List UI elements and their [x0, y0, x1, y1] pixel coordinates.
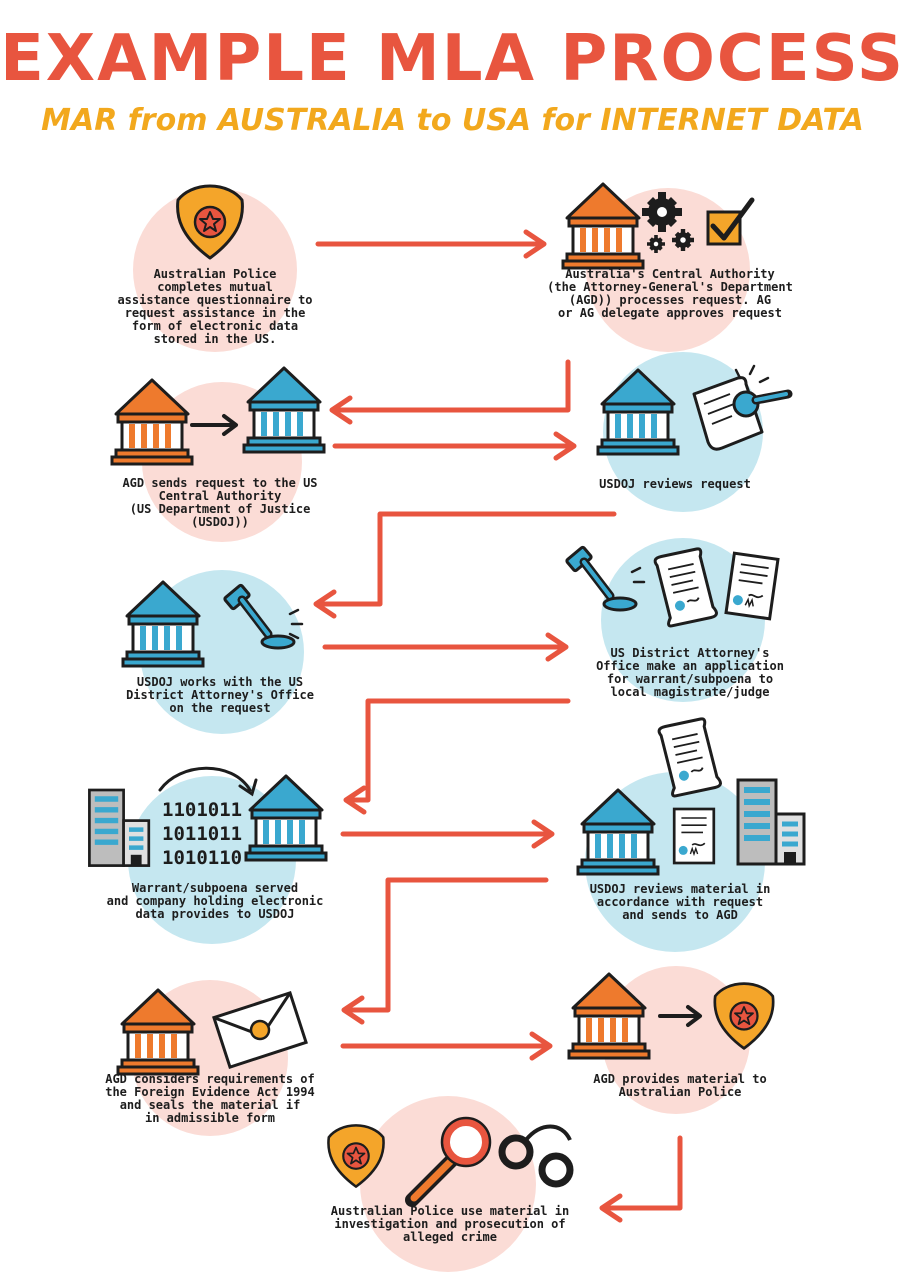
- arrow-step8-to-step9: [341, 877, 549, 1025]
- checkbox-tick-icon: [706, 197, 755, 246]
- svg-text:1101011: 1101011: [162, 799, 242, 821]
- step2-caption: Australia's Central Authority (the Attor…: [547, 267, 793, 320]
- magnifying-glass-icon: [405, 1116, 492, 1207]
- office-building-icon: [89, 790, 148, 866]
- step8-caption: USDOJ reviews material in accordance wit…: [589, 882, 771, 922]
- step5-icons: [123, 582, 304, 666]
- page-subtitle: MAR from AUSTRALIA to USA for INTERNET D…: [41, 103, 864, 138]
- curved-arrow-icon: [158, 766, 258, 797]
- step10-caption: AGD provides material to Australian Poli…: [593, 1072, 767, 1099]
- arrow-step6-to-step7: [343, 698, 571, 815]
- office-building-icon: [738, 780, 804, 864]
- step9-caption: AGD considers requirements of the Foreig…: [105, 1072, 315, 1125]
- sealed-envelope-icon: [212, 991, 308, 1069]
- step6-caption: US District Attorney's Office make an ap…: [596, 646, 784, 699]
- arrow-step7-to-step8: [340, 819, 555, 849]
- step7-caption: Warrant/subpoena served and company hold…: [106, 881, 324, 921]
- step6-icons: [566, 547, 780, 628]
- step9-icons: [118, 990, 308, 1074]
- binary-data-icon: 1101011 1011011 1010110: [162, 799, 242, 869]
- arrow-step1-to-step2: [315, 229, 547, 259]
- handcuffs-icon: [498, 1124, 574, 1188]
- government-building-icon: [563, 184, 643, 268]
- arrow-step4-to-step5: [313, 511, 617, 619]
- arrow-icon: [190, 414, 238, 436]
- step10-icons: [569, 974, 775, 1058]
- arrow-icon: [658, 1005, 702, 1027]
- svg-text:1011011: 1011011: [162, 823, 242, 845]
- us-building-icon: [246, 776, 326, 860]
- arrow-step2-to-step3: [329, 359, 571, 425]
- arrow-step10-to-step11: [599, 1135, 683, 1223]
- australian-building-icon: [112, 380, 192, 464]
- us-building-icon: [244, 368, 324, 452]
- step3-icons: [112, 368, 324, 464]
- step1-caption: Australian Police completes mutual assis…: [117, 267, 313, 346]
- step11-caption: Australian Police use material in invest…: [330, 1204, 570, 1244]
- step5-caption: USDOJ works with the US District Attorne…: [126, 675, 314, 715]
- step7-icons: 1101011 1011011 1010110: [89, 766, 326, 869]
- svg-text:1010110: 1010110: [162, 847, 242, 869]
- step4-icons: [598, 364, 793, 454]
- arrow-step3-to-step4: [332, 431, 577, 461]
- flow-arrows: [313, 229, 683, 1223]
- document-magnifier-icon: [692, 364, 793, 451]
- warrant-document-icon: [672, 807, 716, 865]
- arrow-step5-to-step6: [322, 632, 569, 662]
- arrow-step9-to-step10: [340, 1031, 553, 1061]
- step3-caption: AGD sends request to the US Central Auth…: [122, 476, 318, 529]
- page-title: EXAMPLE MLA PROCESS: [0, 22, 905, 96]
- step2-icons: [563, 184, 755, 268]
- step11-icons: [327, 1116, 574, 1207]
- warrant-document-icon: [724, 551, 780, 621]
- step4-caption: USDOJ reviews request: [599, 477, 751, 491]
